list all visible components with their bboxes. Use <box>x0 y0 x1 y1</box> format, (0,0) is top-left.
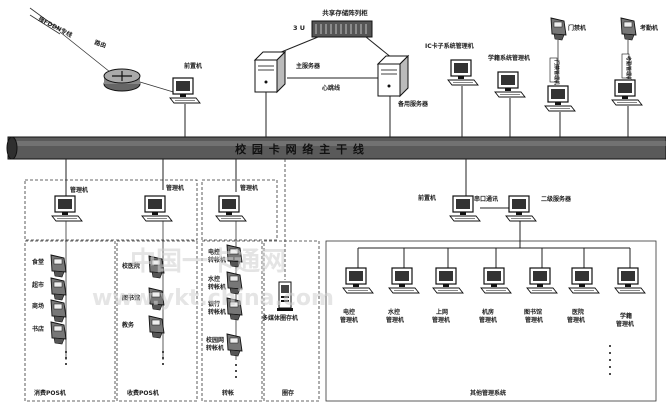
academic-label: 教务 <box>121 321 135 329</box>
o3a-label: 上网 <box>436 308 448 316</box>
secondary-server-label: 二级服务器 <box>541 195 572 203</box>
supermarket-label: 超市 <box>31 281 44 289</box>
consume-pos-group: 食堂 超市 商场 书店 消费POS机 <box>31 221 67 397</box>
ic-mgr-label: IC卡子系统管理机 <box>425 42 474 50</box>
o2a-label: 水控 <box>388 308 400 316</box>
o6a-label: 医院 <box>572 308 584 316</box>
o7a-label: 学籍 <box>620 312 632 320</box>
frontend-top-label: 前置机 <box>184 62 202 70</box>
rack-3u: 3 U <box>293 24 305 32</box>
grp-deposit-label: 圈存 <box>282 389 294 397</box>
consume-group-box <box>24 240 116 402</box>
mgr3-label: 管理机 <box>240 184 258 192</box>
router-text-label: 路由 <box>93 38 107 49</box>
deposit-group: 多媒体圈存机 圈存 <box>262 159 298 397</box>
manager-3: 管理机 <box>215 159 258 222</box>
door-access-group: 门禁机 门禁管理机 <box>544 17 586 137</box>
o5b-label: 管理机 <box>525 316 543 324</box>
mgr1-label: 管理机 <box>70 186 88 194</box>
grp-transfer-label: 转帐 <box>222 389 234 397</box>
o1a-label: 电控 <box>343 308 355 316</box>
rack-title: 共享存储阵列柜 <box>322 8 368 17</box>
campus-t1-label: 校园网 <box>206 336 224 344</box>
o1b-label: 管理机 <box>340 316 358 324</box>
tr-top1-label: 电控 <box>208 248 220 256</box>
hospital-pos-label: 校医院 <box>122 262 140 270</box>
serial-label: 串口通讯 <box>474 195 498 203</box>
transfer-group-box <box>201 240 263 402</box>
bank-t2-label: 转帐机 <box>208 308 226 316</box>
bank-t1-label: 银行 <box>208 300 220 308</box>
watermark: 中国一卡通网 www.ykt.china.com <box>92 247 334 311</box>
telecom-line-label: 接FDDN专线 <box>36 14 73 39</box>
transfer-manager-box <box>201 179 278 241</box>
ic-card-manager: IC卡子系统管理机 <box>425 42 479 137</box>
secondary-server: 二级服务器 <box>505 195 572 248</box>
backbone-bus: 校 园 卡 网 络 主 干 线 <box>6 136 666 160</box>
frontend-machine-top: 前置机 <box>169 62 202 137</box>
heartbeat-link: 心跳线 <box>287 77 378 92</box>
o4b-label: 管理机 <box>479 316 497 324</box>
o3b-label: 管理机 <box>432 316 450 324</box>
main-server: 主服务器 <box>254 51 321 137</box>
pos-manager-box <box>24 179 198 241</box>
router-group: 接FDDN专线 路由 <box>29 7 181 95</box>
shop-label: 商场 <box>32 302 44 310</box>
other-systems-box <box>325 240 657 402</box>
campus-t2-label: 转帐机 <box>206 344 224 352</box>
grp-consume-label: 消费POS机 <box>34 389 66 397</box>
mgr2-label: 管理机 <box>166 184 184 192</box>
frontend-machine-2: 前置机 <box>418 159 481 222</box>
manager-2: 管理机 <box>141 159 184 222</box>
deposit-group-box <box>263 240 320 402</box>
serial-link: 串口通讯 <box>474 195 512 209</box>
attend-machine-label: 考勤机 <box>640 24 658 32</box>
charge-pos-group: 校医院 图书馆 教务 收费POS机 <box>121 221 165 397</box>
library-pos-label: 图书馆 <box>122 294 140 302</box>
transfer-group: 电控 转帐机 水控 转帐机 银行 转帐机 校园网 转帐机 转帐 <box>206 221 243 397</box>
o6b-label: 管理机 <box>567 316 585 324</box>
o5a-label: 图书馆 <box>524 308 542 316</box>
router-icon <box>103 68 141 92</box>
student-mgr-label: 学籍系统管理机 <box>488 54 530 62</box>
grp-charge-label: 收费POS机 <box>127 389 159 397</box>
storage-rack: 共享存储阵列柜 3 U <box>273 8 393 59</box>
o7b-label: 管理机 <box>616 320 634 328</box>
door-machine-label: 门禁机 <box>568 24 586 32</box>
front2-label: 前置机 <box>418 194 436 202</box>
bookstore-label: 书店 <box>32 325 44 333</box>
o2b-label: 管理机 <box>386 316 404 324</box>
tr-top2-label: 转帐机 <box>208 256 226 264</box>
water-t2-label: 转帐机 <box>208 283 226 291</box>
attend-mgr-label: 考勤管理机 <box>625 56 632 81</box>
charge-group-box <box>116 240 198 402</box>
canteen-label: 食堂 <box>31 258 44 266</box>
attendance-group: 考勤机 考勤管理机 <box>611 17 658 137</box>
watermark-cn: 中国一卡通网 <box>130 247 286 277</box>
bus-label: 校 园 卡 网 络 主 干 线 <box>235 142 365 156</box>
backup-server-label: 备用服务器 <box>397 100 429 108</box>
heartbeat-label: 心跳线 <box>322 84 340 92</box>
door-mgr-label: 门禁管理机 <box>553 60 560 85</box>
student-records-manager: 学籍系统管理机 <box>488 54 530 137</box>
o4a-label: 机房 <box>482 308 494 316</box>
other-systems-group: 电控 管理机 水控 管理机 上网 管理机 机房 管理机 图书馆 管理机 医院 管… <box>340 247 646 397</box>
backup-server: 备用服务器 <box>377 55 429 137</box>
multimedia-kiosk-label: 多媒体圈存机 <box>262 314 298 322</box>
watermark-url: www.ykt.china.com <box>92 286 334 311</box>
manager-1: 管理机 <box>51 159 88 222</box>
water-t1-label: 水控 <box>208 275 220 283</box>
main-server-label: 主服务器 <box>296 62 321 70</box>
grp-other-label: 其他管理系统 <box>470 389 506 397</box>
